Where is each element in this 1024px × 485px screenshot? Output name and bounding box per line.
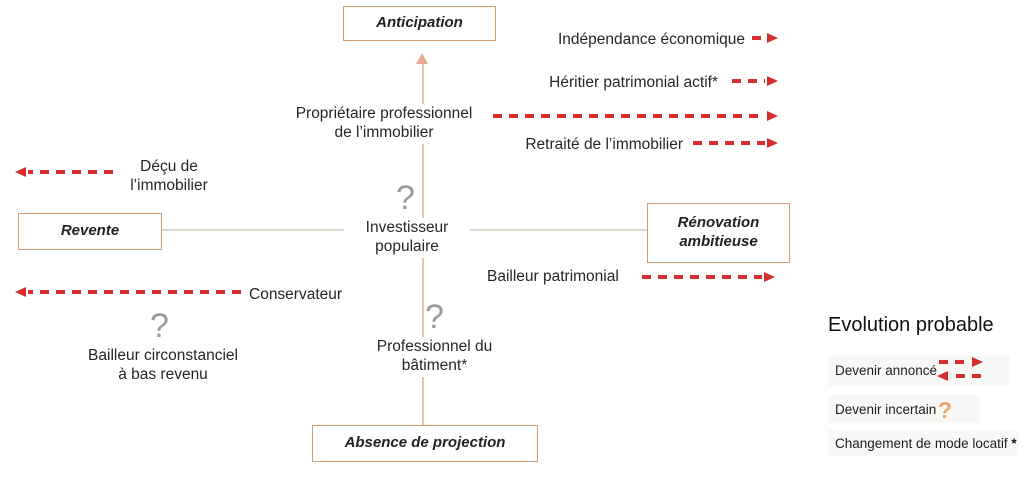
arrow-heritier-patrimonial <box>732 75 778 86</box>
axis-label-bottom: Absence de projection <box>344 434 506 452</box>
profile-heritier-patrimonial: Héritier patrimonial actif* <box>549 74 718 91</box>
axis-box-revente: Revente <box>18 213 162 250</box>
legend-label-devenir-incertain: Devenir incertain <box>835 402 937 417</box>
question-mark-bailleur-circonstanciel: ? <box>150 307 169 345</box>
legend-label-changement-text: Changement de mode locatif <box>835 436 1008 451</box>
axis-label-left: Revente <box>60 222 120 240</box>
profile-conservateur: Conservateur <box>249 286 343 303</box>
arrow-conservateur <box>15 286 241 297</box>
axis-label-top: Anticipation <box>376 14 463 32</box>
profile-proprietaire-professionnel: Propriétaire professionnel de l’immobili… <box>286 104 482 144</box>
axis-box-anticipation: Anticipation <box>343 6 496 41</box>
axis-box-renovation: Rénovation ambitieuse <box>647 203 790 263</box>
legend-row-devenir-incertain <box>828 395 980 423</box>
axis-label-right: Rénovation ambitieuse <box>677 214 760 250</box>
question-mark-investisseur: ? <box>396 179 415 217</box>
legend-question-mark-icon: ? <box>938 397 953 423</box>
profile-independance-economique: Indépendance économique <box>557 31 745 48</box>
axis-box-absence-de-projection: Absence de projection <box>312 425 538 462</box>
question-mark-professionnel-batiment: ? <box>425 298 444 336</box>
legend-asterisk-icon: * <box>1011 436 1017 451</box>
arrow-bailleur-patrimonial <box>642 271 775 282</box>
legend-arrow-right-icon <box>939 356 983 367</box>
vertical-axis-arrowhead-icon <box>416 53 428 64</box>
profile-retraite-immobilier: Retraité de l’immobilier <box>525 136 683 153</box>
profile-investisseur-populaire: Investisseur populaire <box>344 218 470 258</box>
arrow-proprietaire-professionnel <box>493 110 778 121</box>
profile-decu-immobilier: Déçu de l’immobilier <box>130 158 208 194</box>
arrow-retraite-immobilier <box>693 137 778 148</box>
legend-label-devenir-annonce: Devenir annoncé <box>835 363 938 378</box>
profile-bailleur-circonstanciel: Bailleur circonstanciel à bas revenu <box>88 347 238 383</box>
legend-arrow-left-icon <box>937 370 981 381</box>
legend-label-changement-mode-locatif: Changement de mode locatif * <box>835 436 1017 451</box>
legend-row-changement-mode-locatif <box>828 430 1018 456</box>
profile-bailleur-patrimonial: Bailleur patrimonial <box>487 268 619 285</box>
legend-title: Evolution probable <box>828 314 994 336</box>
profile-professionnel-batiment: Professionnel du bâtiment* <box>355 337 514 377</box>
arrow-decu-immobilier <box>15 166 113 177</box>
arrow-independance-economique <box>752 32 778 43</box>
